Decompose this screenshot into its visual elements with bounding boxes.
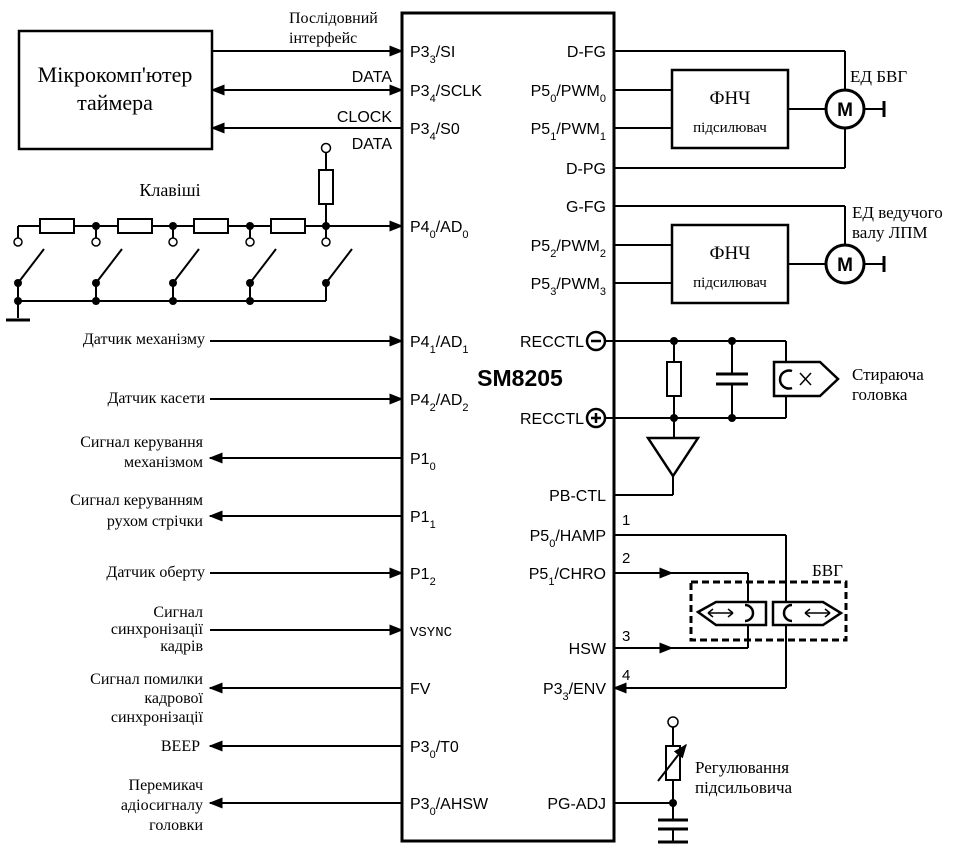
bus-label-data: DATA [352, 69, 393, 86]
signal-sync-error-3: синхронізації [111, 709, 204, 726]
motor-capstan-glyph: M [837, 255, 853, 276]
filter-2-label-2: підсилювач [693, 275, 767, 291]
signal-sync-error-2: кадрової [144, 690, 203, 707]
left-pin-fv: FV [410, 681, 431, 698]
playback-amplifier [645, 436, 701, 479]
filter-1-label-2: підсилювач [693, 120, 767, 136]
right-pin-pwm2: P52/PWM2 [531, 238, 606, 260]
right-pin-pwm3: P53/PWM3 [531, 276, 606, 298]
motor-drum: M [824, 88, 886, 130]
head-line-3: 3 [622, 628, 630, 645]
signal-rev-sensor: Датчик оберту [106, 564, 205, 581]
left-pin-t0: P30/T0 [410, 739, 459, 761]
signal-sync-error-1: Сигнал помилки [90, 671, 203, 688]
resistor [666, 361, 682, 397]
signal-mech-ctrl-2: механізмом [124, 454, 203, 471]
right-pin-recp: RECCTL [520, 411, 584, 428]
video-head-left-icon [695, 600, 768, 627]
right-pin-gfg: G-FG [566, 199, 606, 216]
left-pin-s0: P34/S0 [410, 121, 460, 143]
pg-adjust-label-1: Регулювання [695, 758, 789, 777]
signal-audio-switch-2: адіосигналу [121, 797, 203, 814]
motor-drum-label: ЕД БВГ [850, 67, 907, 86]
left-pin-vsync: VSYNC [410, 625, 452, 641]
signal-frame-sync-2: синхронізації [111, 621, 204, 638]
signal-tape-ctrl-2: рухом стрічки [107, 513, 204, 530]
video-head-right-icon [771, 600, 844, 627]
left-pin-ad1: P41/AD1 [410, 334, 469, 356]
head-line-4: 4 [622, 667, 630, 684]
erase-head-icon [772, 360, 840, 398]
filter-2-label-1: ФНЧ [709, 243, 750, 264]
signal-frame-sync-3: кадрів [160, 638, 203, 655]
pg-adjust-label-2: підсильовича [695, 778, 793, 797]
microcomputer-box [17, 29, 214, 151]
right-pin-recm: RECCTL [520, 334, 584, 351]
signal-mech-sensor: Датчик механізму [83, 331, 205, 348]
signal-mech-ctrl-1: Сигнал керування [80, 434, 203, 451]
left-pin-ahsw: P30/AHSW [410, 796, 489, 818]
serial-label-1: Послідовний [289, 10, 378, 27]
right-pin-pgadj: PG-ADJ [547, 796, 606, 813]
right-pin-dpg: D-PG [566, 161, 606, 178]
microcomputer-label-2: таймера [77, 90, 153, 115]
filter-block-2 [670, 223, 790, 305]
keys-network [6, 142, 404, 322]
right-pin-hamp: P50/HAMP [530, 528, 606, 550]
serial-label-2: інтерфейс [289, 30, 357, 47]
chip-name: SM8205 [477, 365, 563, 391]
bus-label-data-2: DATA [352, 136, 393, 153]
signal-tape-ctrl-1: Сигнал керуванням [70, 492, 203, 509]
left-pin-sclk: P34/SCLK [410, 83, 482, 105]
right-pin-pbctl: PB-CTL [549, 488, 606, 505]
signal-audio-switch-3: головки [149, 817, 203, 834]
motor-capstan-label-1: ЕД ведучого [852, 203, 943, 222]
microcomputer-label-1: Мікрокомп'ютер [38, 62, 193, 87]
keys-label: Клавіші [139, 180, 200, 200]
signal-beep: BEEP [161, 738, 200, 755]
head-line-1: 1 [622, 512, 630, 529]
filter-1-label-1: ФНЧ [709, 88, 750, 109]
chip-body [400, 11, 616, 843]
motor-capstan: M [824, 243, 886, 285]
left-pin-p11: P11 [410, 509, 436, 531]
motor-capstan-label-2: валу ЛПМ [852, 223, 928, 242]
bus-label-clock: CLOCK [337, 109, 392, 126]
filter-block-1 [670, 68, 790, 150]
left-pin-p10: P10 [410, 451, 436, 473]
right-pin-pwm0: P50/PWM0 [531, 83, 606, 105]
left-pin-ad2: P42/AD2 [410, 392, 469, 414]
signal-audio-switch-1: Перемикач [129, 777, 203, 794]
left-pin-si: P33/SI [410, 44, 455, 66]
motor-drum-glyph: M [837, 100, 853, 121]
signal-cassette-sensor: Датчик касети [107, 390, 205, 407]
erase-head-label-1: Стираюча [852, 365, 924, 384]
head-block-label: БВГ [812, 561, 843, 580]
left-pin-p12: P12 [410, 566, 436, 588]
right-pin-env: P33/ENV [543, 681, 606, 703]
right-pin-hsw: HSW [569, 641, 607, 658]
right-pin-pwm1: P51/PWM1 [531, 121, 606, 143]
left-pin-ad0: P40/AD0 [410, 219, 469, 241]
signal-frame-sync-1: Сигнал [153, 604, 203, 621]
right-pin-chro: P51/CHRO [529, 566, 606, 588]
head-line-2: 2 [622, 550, 630, 567]
erase-head-label-2: головка [852, 385, 908, 404]
right-pin-dfg: D-FG [567, 44, 606, 61]
video-head-block [689, 580, 848, 642]
